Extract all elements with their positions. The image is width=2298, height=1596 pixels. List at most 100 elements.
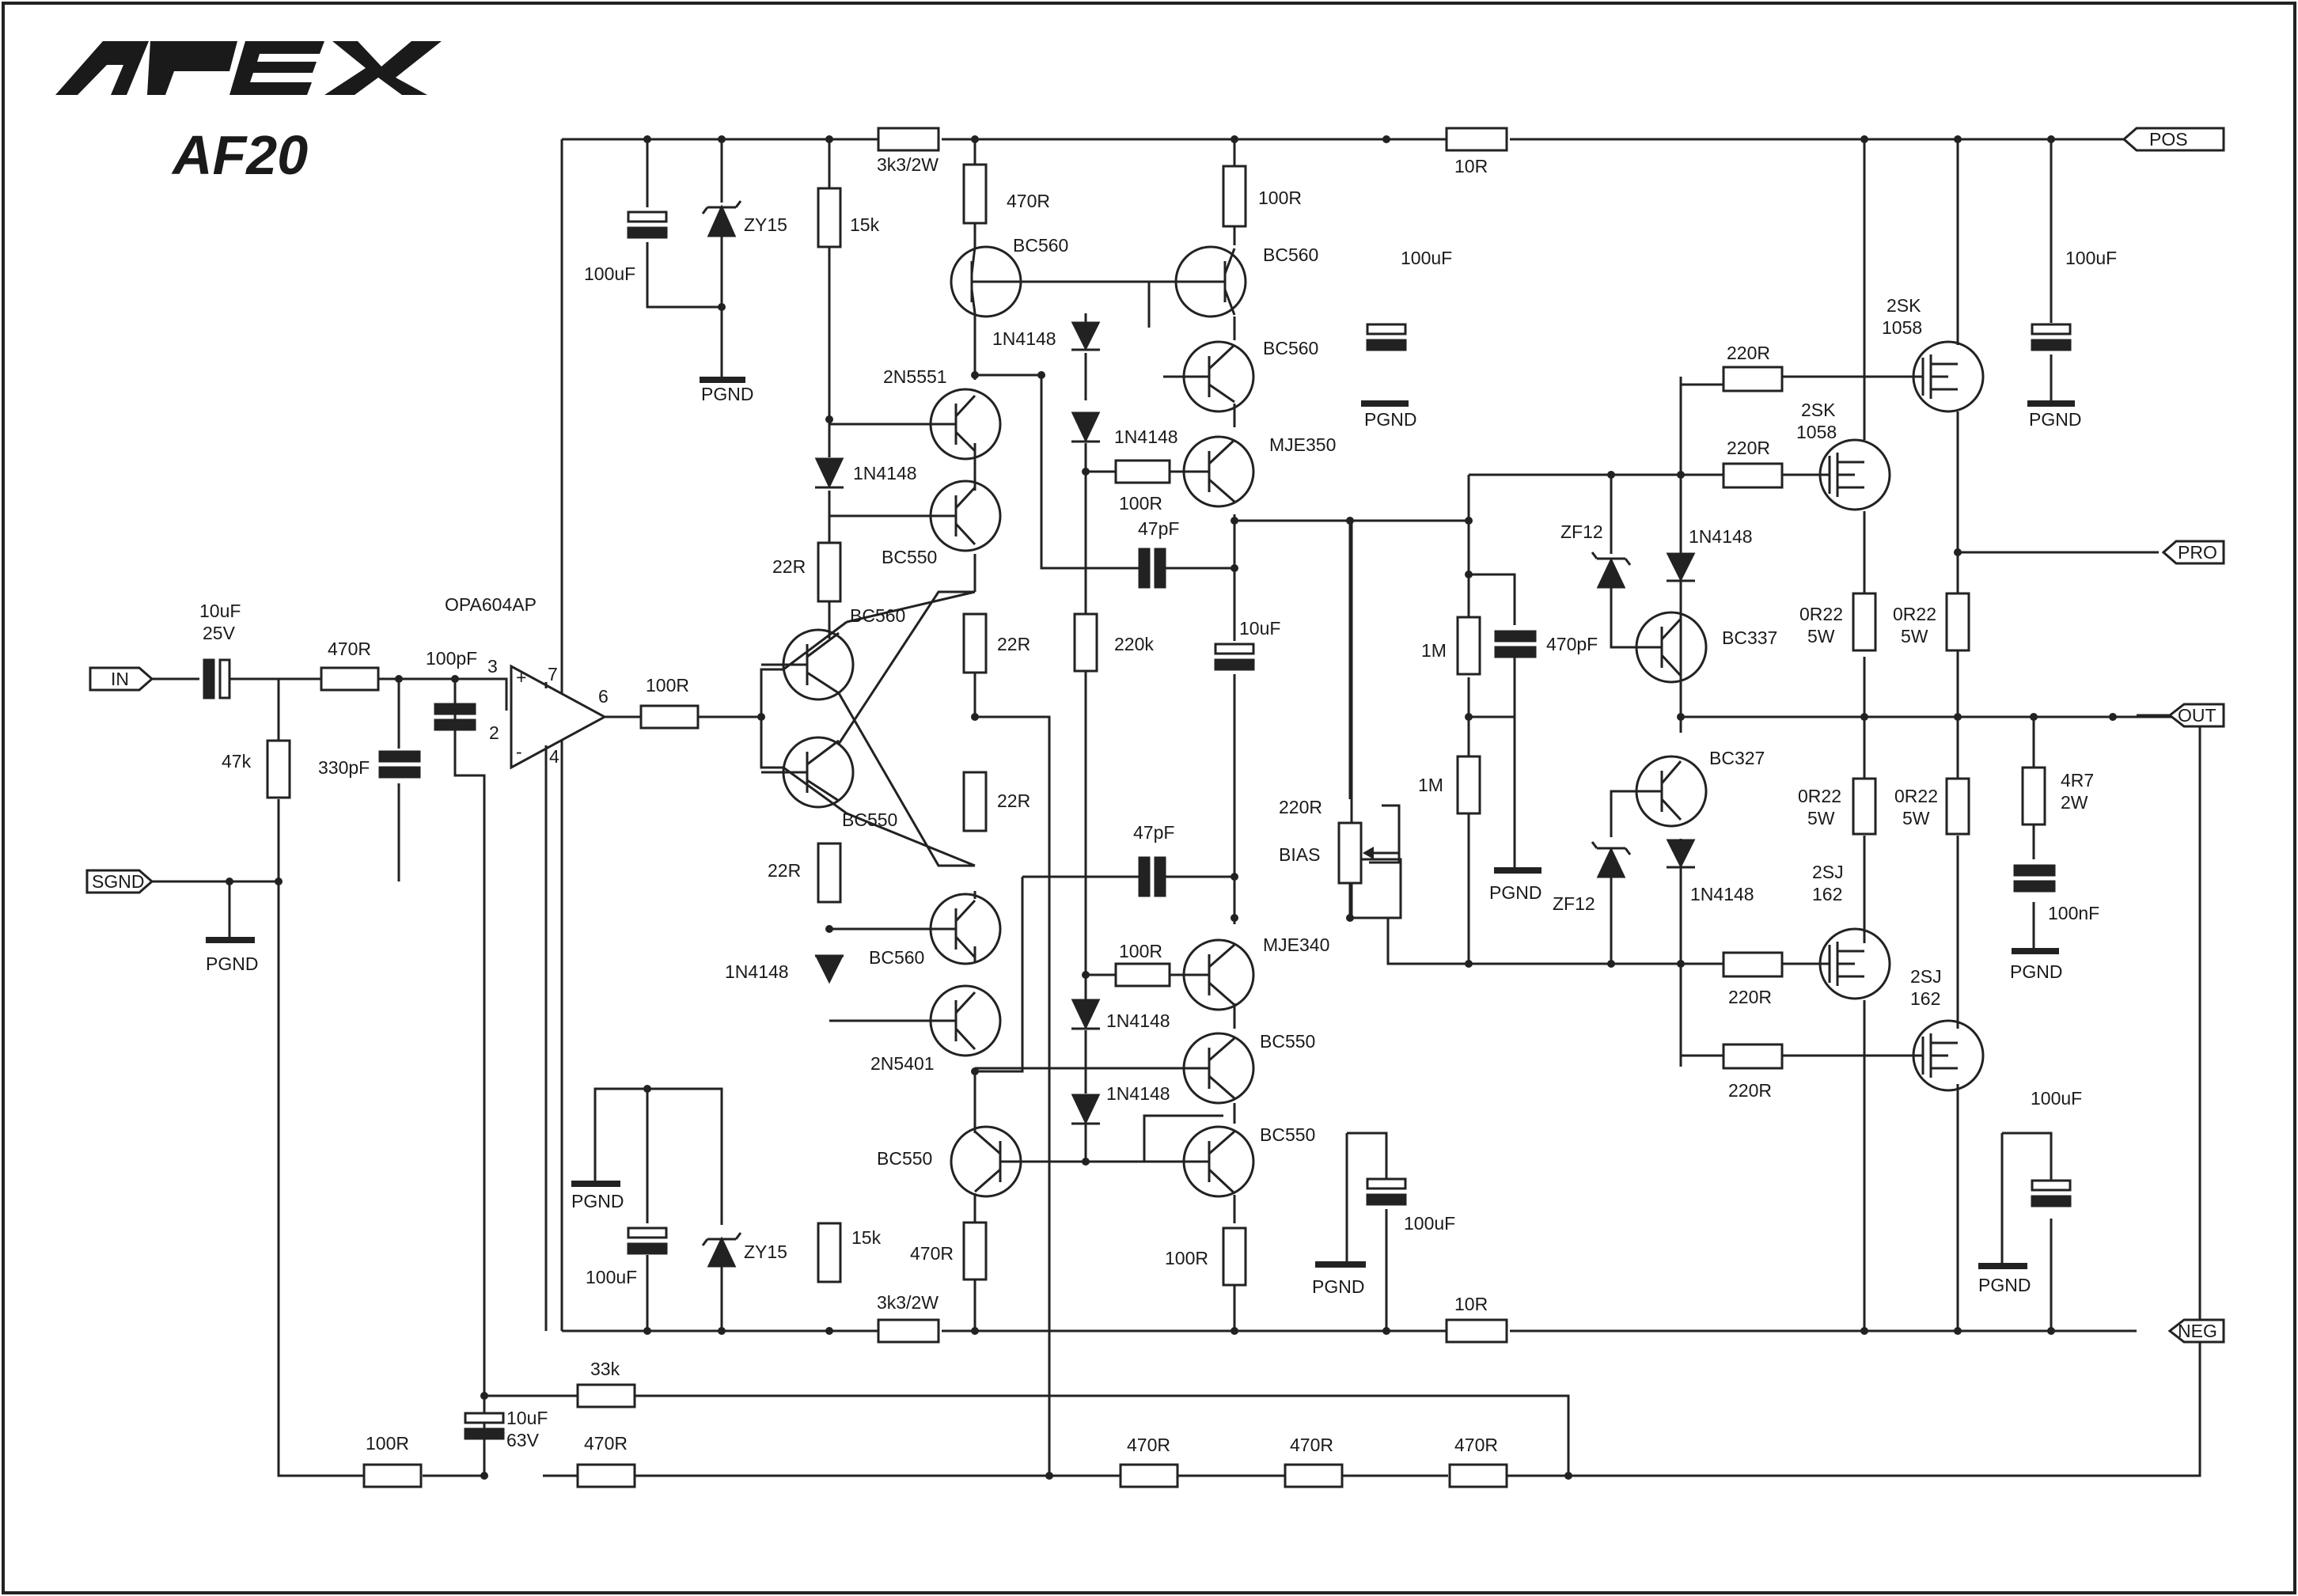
zener-zf12-top bbox=[1591, 552, 1632, 589]
lbl-100uf-bl: 100uF bbox=[586, 1267, 637, 1287]
lbl-pgnd-in: PGND bbox=[206, 953, 258, 974]
resistor-1m-2 bbox=[1456, 755, 1481, 815]
transistors bbox=[761, 245, 1985, 1198]
resistors bbox=[266, 127, 2046, 1488]
lbl-bc560-1: BC560 bbox=[1013, 235, 1068, 256]
lbl-1n4148-1: 1N4148 bbox=[992, 328, 1056, 349]
diode-1n4148-5 bbox=[1071, 999, 1101, 1030]
lbl-bc337: BC337 bbox=[1722, 627, 1777, 648]
lbl-opa604ap: OPA604AP bbox=[445, 594, 537, 615]
lbl-1n4148-5: 1N4148 bbox=[1106, 1010, 1170, 1031]
wires bbox=[152, 138, 2201, 1477]
port-out[interactable] bbox=[2167, 703, 2225, 728]
port-tags[interactable] bbox=[85, 127, 2225, 1344]
cap-10uf-input bbox=[203, 658, 231, 699]
port-sgnd[interactable] bbox=[85, 869, 154, 894]
resistor-100r-low bbox=[1114, 962, 1171, 988]
lbl-2n5401: 2N5401 bbox=[870, 1053, 935, 1074]
lbl-10r-bottom: 10R bbox=[1454, 1294, 1488, 1314]
transistor-2n5401 bbox=[829, 984, 1002, 1057]
pgnd-symbol-9 bbox=[206, 937, 255, 943]
lbl-mje340: MJE340 bbox=[1263, 934, 1329, 955]
lbl-47k: 47k bbox=[222, 751, 252, 771]
resistor-15k-top bbox=[817, 187, 842, 248]
lbl-2sk-1b: 1058 bbox=[1882, 317, 1922, 338]
port-pro-label: PRO bbox=[2178, 542, 2217, 563]
potentiometer-bias[interactable] bbox=[1337, 821, 1363, 885]
resistor-10r-bottom bbox=[1445, 1318, 1508, 1344]
lbl-pgnd-mid: PGND bbox=[1489, 882, 1541, 903]
lbl-330pf: 330pF bbox=[318, 757, 370, 778]
lbl-100r-feedback: 100R bbox=[366, 1433, 409, 1454]
lbl-pin-6: 6 bbox=[598, 686, 609, 707]
capacitors bbox=[203, 210, 2072, 1440]
lbl-0r22-3b: 5W bbox=[1807, 808, 1835, 828]
diode-1n4148-3 bbox=[814, 457, 844, 489]
lbl-220r-4: 220R bbox=[1728, 1080, 1772, 1101]
port-neg-label: NEG bbox=[2178, 1321, 2217, 1341]
lbl-bc560-5: BC560 bbox=[869, 947, 924, 968]
lbl-220r-bias: 220R bbox=[1279, 797, 1322, 817]
cap-100uf-top-left bbox=[627, 210, 668, 239]
svg-text:-: - bbox=[516, 741, 522, 762]
lbl-3k3-bottom: 3k3/2W bbox=[877, 1292, 939, 1313]
port-sgnd-label: SGND bbox=[92, 871, 144, 892]
lbl-10uf-fb-b: 63V bbox=[506, 1430, 540, 1450]
lbl-100nf: 100nF bbox=[2048, 903, 2099, 923]
lbl-1n4148-7: 1N4148 bbox=[1689, 526, 1753, 547]
lbl-100r-mid: 100R bbox=[1119, 493, 1162, 514]
resistor-220r-4 bbox=[1722, 1043, 1784, 1070]
lbl-bc550-4: BC550 bbox=[877, 1148, 932, 1169]
lbl-pin-3: 3 bbox=[487, 656, 498, 677]
zener-zy15-bottom bbox=[701, 1232, 742, 1268]
transistor-bc560-5 bbox=[829, 893, 1002, 965]
zener-zy15-top bbox=[701, 200, 742, 237]
junction-dots bbox=[226, 135, 2117, 1480]
lbl-zy15-top: ZY15 bbox=[744, 214, 787, 235]
lbl-pgnd-bl: PGND bbox=[571, 1191, 624, 1211]
resistor-4r7 bbox=[2021, 766, 2046, 826]
lbl-1n4148-6: 1N4148 bbox=[1106, 1083, 1170, 1104]
cap-47pf-1 bbox=[1138, 548, 1166, 589]
lbl-470pf: 470pF bbox=[1546, 634, 1598, 654]
port-pro[interactable] bbox=[2161, 540, 2225, 565]
lbl-2sj-1a: 2SJ bbox=[1812, 862, 1844, 882]
lbl-1n4148-8: 1N4148 bbox=[1690, 884, 1754, 904]
port-in[interactable] bbox=[89, 666, 154, 692]
lbl-2sk-1a: 2SK bbox=[1887, 295, 1921, 316]
pgnd-symbol-2 bbox=[571, 1181, 620, 1187]
lbl-4r7b: 2W bbox=[2061, 792, 2088, 813]
cap-470pf bbox=[1494, 630, 1537, 658]
lbl-zy15-bottom: ZY15 bbox=[744, 1242, 787, 1262]
resistor-1m-1 bbox=[1456, 616, 1481, 676]
diode-1n4148-1 bbox=[1071, 321, 1101, 351]
lbl-2sj-1b: 162 bbox=[1812, 884, 1842, 904]
cap-10uf-mid bbox=[1214, 643, 1255, 671]
lbl-22r-3: 22R bbox=[997, 790, 1030, 811]
port-pos[interactable] bbox=[2122, 127, 2225, 152]
port-neg[interactable] bbox=[2167, 1318, 2225, 1344]
diode-1n4148-7 bbox=[1666, 552, 1696, 582]
resistor-33k bbox=[576, 1383, 636, 1408]
transistor-2n5551 bbox=[829, 388, 1002, 461]
resistor-470r-bottom bbox=[962, 1221, 988, 1281]
lbl-mje350: MJE350 bbox=[1269, 434, 1336, 455]
resistor-47k bbox=[266, 739, 291, 799]
lbl-bc550-5: BC550 bbox=[1260, 1124, 1315, 1145]
diode-1n4148-4 bbox=[814, 954, 844, 984]
transistor-bc550-1 bbox=[829, 480, 1002, 552]
cap-100uf-right-2 bbox=[2031, 323, 2072, 351]
lbl-100r-top: 100R bbox=[1258, 188, 1302, 208]
transistor-bc550-4 bbox=[950, 1125, 1086, 1198]
lbl-pgnd-r1: PGND bbox=[1364, 409, 1416, 430]
lbl-pgnd-tl: PGND bbox=[701, 384, 753, 404]
transistor-bc327 bbox=[1635, 755, 1708, 828]
apex-logo bbox=[55, 41, 442, 95]
lbl-0r22-2b: 5W bbox=[1901, 626, 1928, 646]
svg-text:+: + bbox=[516, 667, 526, 688]
resistor-3k3-top bbox=[877, 127, 940, 152]
ground-symbols bbox=[206, 377, 2075, 1269]
resistor-220k bbox=[1073, 612, 1098, 673]
lbl-1m-1: 1M bbox=[1421, 640, 1447, 661]
